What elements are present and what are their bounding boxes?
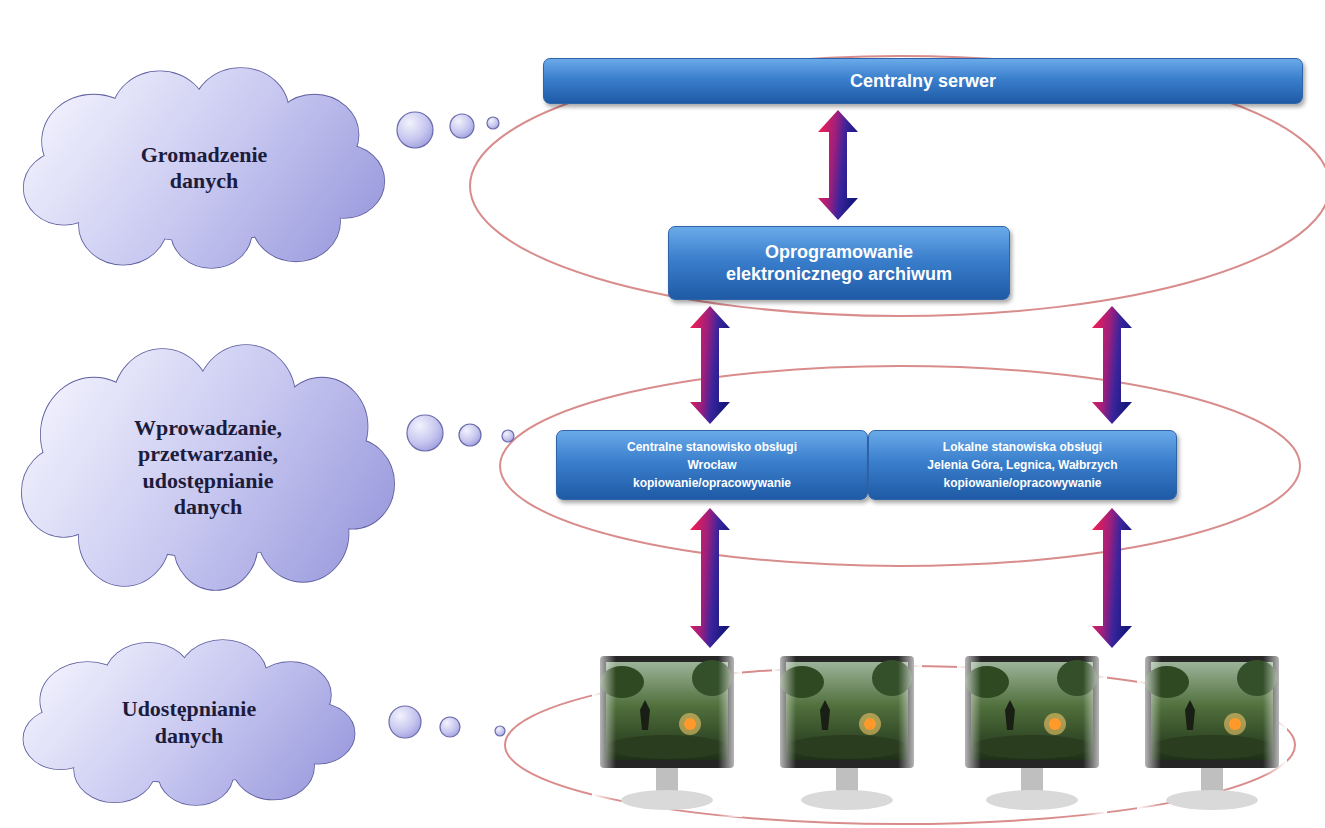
monitor-icon xyxy=(592,652,742,817)
box-label: Lokalne stanowiska obsługi xyxy=(943,438,1102,456)
group-ellipse xyxy=(500,366,1300,566)
box-label: Centralne stanowisko obsługi xyxy=(627,438,797,456)
thought-cloud: Udostępnianie danych xyxy=(20,640,358,805)
double-arrow xyxy=(1092,508,1132,648)
double-arrow xyxy=(690,508,730,648)
workstation-box: Centralne stanowisko obsługiWrocławkopio… xyxy=(556,430,868,500)
software-box: Oprogramowanie elektronicznego archiwum xyxy=(668,226,1010,300)
monitor-icon xyxy=(957,652,1107,817)
double-arrow xyxy=(1092,306,1132,424)
double-arrow xyxy=(818,110,858,220)
cloud-label: Udostępnianie danych xyxy=(100,696,278,749)
box-label: Jelenia Góra, Legnica, Wałbrzych xyxy=(927,456,1117,474)
thought-cloud: Gromadzenie danych xyxy=(20,68,388,268)
double-arrow xyxy=(690,306,730,424)
workstation-box: Lokalne stanowiska obsługiJelenia Góra, … xyxy=(868,430,1177,500)
thought-bubbles xyxy=(389,112,514,738)
thought-cloud: Wprowadzanie, przetwarzanie, udostępnian… xyxy=(18,345,398,590)
box-label: kopiowanie/opracowywanie xyxy=(943,474,1101,492)
server-box: Centralny serwer xyxy=(543,58,1303,104)
cloud-label: Wprowadzanie, przetwarzanie, udostępnian… xyxy=(119,415,297,521)
group-ellipse xyxy=(470,56,1325,316)
box-label: Wrocław xyxy=(687,456,736,474)
monitor-icon xyxy=(1137,652,1287,817)
box-label: Oprogramowanie elektronicznego archiwum xyxy=(714,241,964,286)
box-label: kopiowanie/opracowywanie xyxy=(633,474,791,492)
cloud-label: Gromadzenie danych xyxy=(115,142,293,195)
monitor-icon xyxy=(772,652,922,817)
box-label: Centralny serwer xyxy=(850,70,996,93)
